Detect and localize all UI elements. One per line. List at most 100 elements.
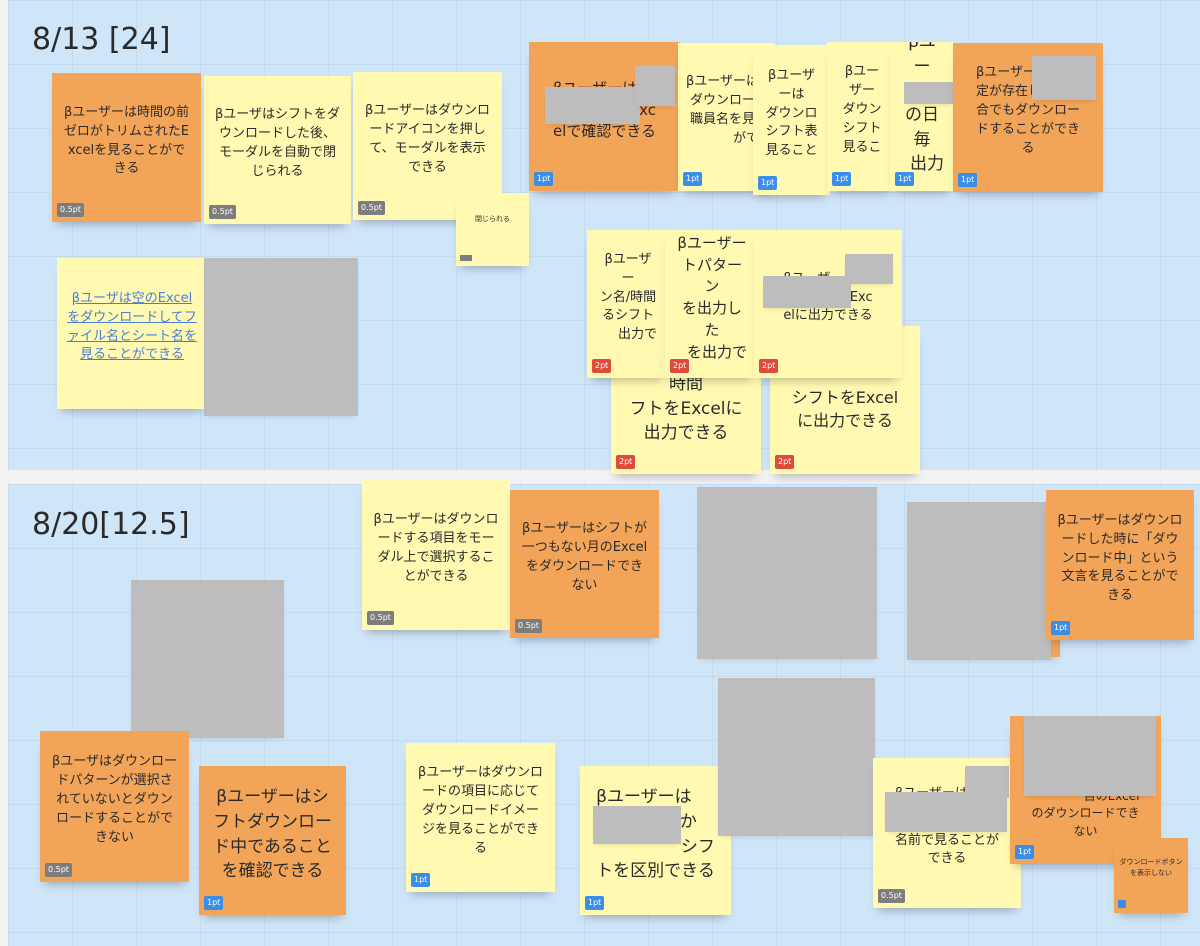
points-badge: 1pt [585, 896, 605, 910]
points-badge: 1pt [1015, 845, 1035, 859]
note-text: βユーザーはダウンロードする項目をモーダル上で選択することができる [373, 512, 499, 584]
note-text: βユーザーは ダウンロー 職員名を見 がで [686, 73, 759, 148]
note-line: 職員名を見 [690, 112, 756, 127]
redacted-text [885, 792, 1007, 832]
redacted-image [204, 258, 358, 416]
points-badge: 0.5pt [45, 863, 72, 877]
sticky-note[interactable]: βユーザー トパターン を出力した を出力で 2pt [665, 230, 757, 378]
note-line: 名前で見ることが [894, 832, 999, 848]
note-line: 見るこ [842, 139, 882, 155]
frame-title-8-20: 8/20[12.5] [32, 507, 190, 542]
note-text: 時間 フトをExcelに 出力できる [629, 342, 742, 446]
sticky-note[interactable]: βユーザーは ダウンロ シフト表 見ること 1pt [753, 45, 830, 195]
redacted-text [593, 806, 681, 844]
note-text: βユーザはシフトをダウンロードした後、モーダルを自動で閉じられる [214, 107, 341, 179]
note-line: 定が存在し [975, 84, 1041, 100]
note-line: βユーザー [844, 64, 880, 99]
note-line: ない [1073, 823, 1098, 838]
note-text: βユーザーはシフトダウンロード中であることを確認できる [213, 787, 332, 882]
redacted-image [131, 580, 284, 738]
note-line: βユーザーは [596, 787, 692, 808]
note-line: βユーザーは [767, 67, 816, 102]
note-text: βユーザーは か シフ トを区別できる [596, 785, 715, 884]
note-line: できる [927, 851, 967, 867]
note-text: βユーザー ダウン シフト 見るこ [839, 63, 885, 157]
sticky-note[interactable]: βユーザーはダウンロードする項目をモーダル上で選択することができる 0.5pt [362, 480, 510, 630]
note-line: ン名/時間 [599, 289, 657, 305]
points-badge: 1pt [534, 172, 554, 186]
note-text: βユーザーはシフトが一つもない月のExcelをダウンロードできない [521, 521, 648, 593]
points-badge: 2pt [759, 359, 779, 373]
note-line: る [1021, 140, 1035, 156]
points-badge: 0.5pt [878, 889, 905, 903]
points-badge: 2pt [592, 359, 612, 373]
redacted-text [545, 87, 640, 124]
sticky-note[interactable]: βユー の日毎 出力 1pt [890, 42, 954, 191]
note-text: βユーザー トパターン を出力した を出力で [677, 233, 747, 364]
note-text: βユーザーはダウンロードアイコンを押して、モーダルを表示できる [364, 103, 491, 175]
note-text: ダウンロードボタンを表示しない [1119, 858, 1183, 877]
note-line: βユーザー [975, 65, 1037, 81]
sticky-note[interactable]: βユーザは空のExcelをダウンロードしてファイル名とシート名を見ることができる [57, 258, 207, 409]
note-line: βユーザー [677, 233, 747, 252]
sticky-note[interactable]: βユーザはシフトをダウンロードした後、モーダルを自動で閉じられる 0.5pt [204, 76, 351, 224]
points-badge: 1pt [958, 173, 978, 187]
note-text: βユー の日毎 出力 [900, 42, 944, 177]
note-line: 出力 [910, 154, 944, 175]
note-text: 閉じられる [475, 215, 510, 224]
note-text: βユーザー ン名/時間 るシフト 出力で [599, 251, 657, 345]
note-line: のダウンロードでき [1031, 806, 1140, 821]
sticky-note[interactable]: βユーザー ダウン シフト 見るこ 1pt [827, 42, 895, 191]
points-badge: 0.5pt [57, 203, 84, 217]
note-line: の日毎 [905, 105, 939, 150]
note-text: βユーザーはダウンロードの項目に応じてダウンロードイメージを見ることができる [417, 765, 544, 856]
redacted-text [1032, 56, 1096, 100]
sticky-note[interactable]: βユーザーはダウンロードした時に「ダウンロード中」という文言を見ることができる … [1046, 490, 1194, 640]
sticky-note[interactable]: βユーザーはシフトダウンロード中であることを確認できる 1pt [199, 766, 346, 915]
points-badge: 2pt [775, 455, 795, 469]
note-line: elで確認できる [552, 122, 657, 141]
points-badge: 1pt [411, 873, 431, 887]
note-line: か [679, 811, 697, 832]
points-badge: 1pt [683, 172, 703, 186]
redacted-text [1024, 716, 1156, 796]
note-line: 見ること [765, 143, 818, 159]
sticky-note[interactable]: βユーザーは時間の前ゼロがトリムされたExcelを見ることができる 0.5pt [52, 73, 201, 222]
points-badge: 1pt [1051, 621, 1071, 635]
note-line: ダウンロー [690, 93, 756, 109]
note-line: 時間 [668, 374, 703, 395]
note-link-text[interactable]: βユーザは空のExcelをダウンロードしてファイル名とシート名を見ることができる [67, 290, 198, 363]
note-line: ダウンロ [765, 105, 818, 121]
sticky-note[interactable]: βユーザー ン名/時間 るシフト 出力で 2pt [587, 230, 667, 378]
redacted-text [763, 276, 851, 308]
redacted-image [907, 502, 1051, 660]
note-line: ドすることができ [975, 121, 1080, 137]
note-line: βユー [908, 42, 936, 77]
note-text: βユーザーは ダウンロ シフト表 見ること [763, 67, 820, 161]
sticky-note[interactable]: βユーザはダウンロードパターンが選択されていないとダウンロードすることができない… [40, 731, 189, 882]
points-badge: 1pt [204, 896, 224, 910]
note-line: βユーザーは [686, 74, 760, 90]
sticky-note[interactable]: βユーザーはダウンロードの項目に応じてダウンロードイメージを見ることができる 1… [406, 743, 555, 892]
redacted-image [697, 487, 877, 659]
points-badge: 0.5pt [358, 201, 385, 215]
points-badge: 0.5pt [209, 205, 236, 219]
note-line: ダウン [842, 102, 882, 118]
note-line: シフ [680, 836, 715, 857]
sticky-note-small[interactable]: 閉じられる [456, 193, 529, 266]
note-line: シフト表 [765, 124, 818, 140]
note-line: がで [733, 130, 760, 146]
note-line: elに出力できる [783, 308, 873, 324]
note-text: βユーザー 定が存在し 合でもダウンロー ドすることができ る [976, 64, 1080, 158]
note-line: トを区別できる [596, 861, 715, 882]
redacted-text [904, 82, 954, 104]
note-line: を出力で [686, 342, 747, 361]
sticky-note-small[interactable]: ダウンロードボタンを表示しない [1114, 838, 1188, 913]
points-badge [1118, 900, 1126, 908]
note-line: シフトをExcel [791, 387, 899, 407]
points-badge: 1pt [832, 172, 852, 186]
note-line: に出力できる [797, 411, 893, 430]
sticky-note[interactable]: βユーザーはシフトが一つもない月のExcelをダウンロードできない 0.5pt [510, 490, 659, 638]
note-line: シフト [842, 120, 882, 136]
points-badge: 1pt [895, 172, 915, 186]
